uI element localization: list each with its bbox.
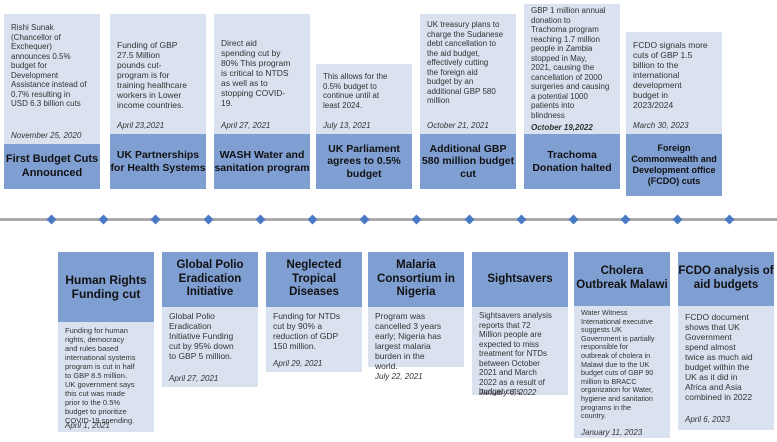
bottom-title-7: FCDO analysis of aid budgets <box>678 252 774 306</box>
event-description: UK treasury plans to charge the Sudanese… <box>427 20 504 105</box>
top-card-6: GBP 1 million annual donation to Trachom… <box>524 4 620 134</box>
timeline-marker <box>307 214 318 225</box>
timeline-marker <box>464 214 475 225</box>
event-date: July 22, 2021 <box>375 372 423 381</box>
timeline-marker <box>203 214 214 225</box>
top-title-4: UK Parliament agrees to 0.5% budget <box>316 134 412 189</box>
bottom-title-3: Neglected Tropical Diseases <box>266 252 362 307</box>
event-description: GBP 1 million annual donation to Trachom… <box>531 6 610 120</box>
event-description: Direct aid spending cut by 80% This prog… <box>221 38 291 108</box>
timeline-marker <box>724 214 735 225</box>
bottom-title-6: Cholera Outbreak Malawi <box>574 252 670 306</box>
event-description: Program was cancelled 3 years early; Nig… <box>375 311 442 371</box>
timeline-marker <box>672 214 683 225</box>
event-date: November 25, 2020 <box>11 131 82 140</box>
event-date: April 27, 2021 <box>221 121 271 130</box>
timeline-marker <box>46 214 57 225</box>
top-card-2: Funding of GBP 27.5 Million pounds cut- … <box>110 14 206 134</box>
event-description: Water Witness International executive su… <box>581 308 655 421</box>
top-title-5: Additional GBP 580 million budget cut <box>420 134 516 189</box>
event-description: Global Polio Eradication Initiative Fund… <box>169 311 234 361</box>
bottom-card-2: Global Polio Eradication Initiative Fund… <box>162 307 258 387</box>
timeline-marker <box>411 214 422 225</box>
event-description: FCDO signals more cuts of GBP 1.5 billio… <box>633 40 708 110</box>
timeline-marker <box>98 214 109 225</box>
event-description: Funding for human rights, democracy and … <box>65 326 136 425</box>
bottom-card-1: Funding for human rights, democracy and … <box>58 322 154 432</box>
event-description: Funding of GBP 27.5 Million pounds cut- … <box>117 40 187 110</box>
bottom-card-5: Sightsavers analysis reports that 72 Mil… <box>472 307 568 397</box>
bottom-card-7: FCDO document shows that UK Government s… <box>678 306 774 430</box>
bottom-title-5: Sightsavers <box>472 252 568 307</box>
event-date: July 13, 2021 <box>323 121 371 130</box>
timeline-marker <box>255 214 266 225</box>
bottom-card-3: Funding for NTDs cut by 90% a reduction … <box>266 307 362 372</box>
event-date: April 29, 2021 <box>273 359 323 368</box>
bottom-title-2: Global Polio Eradication Initiative <box>162 252 258 307</box>
top-title-1: First Budget Cuts Announced <box>4 144 100 189</box>
timeline-marker <box>516 214 527 225</box>
timeline-marker <box>359 214 370 225</box>
event-date: October 21, 2021 <box>427 121 489 130</box>
top-card-5: UK treasury plans to charge the Sudanese… <box>420 14 516 134</box>
event-date: January 11, 2023 <box>581 428 643 437</box>
top-title-7: Foreign Commonwealth and Development off… <box>626 134 722 196</box>
event-description: Sightsavers analysis reports that 72 Mil… <box>479 311 552 396</box>
bottom-title-4: Malaria Consortium in Nigeria <box>368 252 464 307</box>
top-title-2: UK Partnerships for Health Systems <box>110 134 206 189</box>
top-card-7: FCDO signals more cuts of GBP 1.5 billio… <box>626 32 722 134</box>
event-date: April 1, 2021 <box>65 421 110 430</box>
top-title-6: Trachoma Donation halted <box>524 134 620 189</box>
bottom-card-6: Water Witness International executive su… <box>574 306 670 438</box>
event-date: January 6, 2022 <box>479 388 537 397</box>
event-description: FCDO document shows that UK Government s… <box>685 312 753 402</box>
timeline-marker <box>568 214 579 225</box>
top-card-1: Rishi Sunak (Chancellor of Exchequer) an… <box>4 14 100 144</box>
event-date: March 30, 2023 <box>633 121 689 130</box>
event-description: This allows for the 0.5% budget to conti… <box>323 72 388 110</box>
timeline-axis <box>0 218 777 221</box>
bottom-title-1: Human Rights Funding cut <box>58 252 154 322</box>
bottom-card-4: Program was cancelled 3 years early; Nig… <box>368 307 464 381</box>
timeline-marker <box>620 214 631 225</box>
top-card-3: Direct aid spending cut by 80% This prog… <box>214 14 310 134</box>
timeline-marker <box>150 214 161 225</box>
event-date: October 19,2022 <box>531 123 593 132</box>
top-title-3: WASH Water and sanitation program <box>214 134 310 189</box>
event-description: Rishi Sunak (Chancellor of Exchequer) an… <box>11 23 87 108</box>
event-date: April 23,2021 <box>117 121 165 130</box>
event-date: April 27, 2021 <box>169 374 219 383</box>
event-date: April 6, 2023 <box>685 415 730 424</box>
top-card-4: This allows for the 0.5% budget to conti… <box>316 64 412 134</box>
event-description: Funding for NTDs cut by 90% a reduction … <box>273 311 341 351</box>
